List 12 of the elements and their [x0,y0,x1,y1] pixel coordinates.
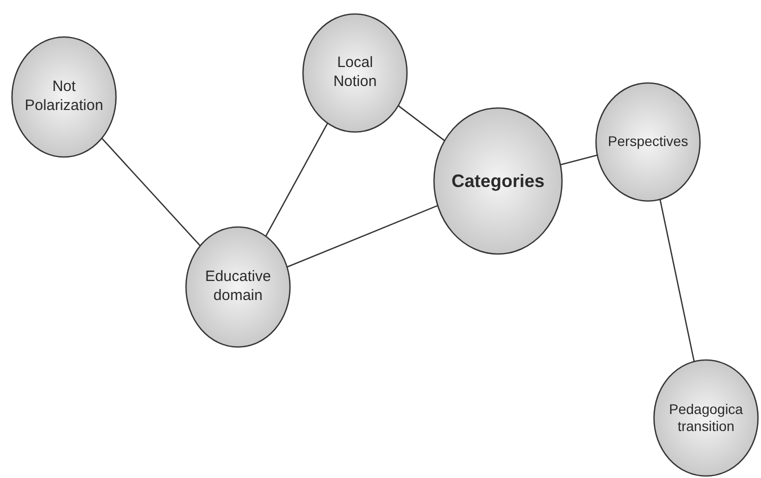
connector-line [101,138,201,246]
node-label: Perspectives [606,133,690,151]
node-label: Categories [450,170,546,192]
connector-line [398,105,446,142]
node-label: Pedagogica transition [668,400,744,436]
node-label: Educative domain [204,268,272,306]
connector-line [286,204,438,268]
node-label: Not Polarization [24,78,104,116]
connector-line [265,122,328,237]
connector-line [560,154,598,166]
connector-line [659,199,695,362]
node-label: Local Notion [332,54,378,92]
